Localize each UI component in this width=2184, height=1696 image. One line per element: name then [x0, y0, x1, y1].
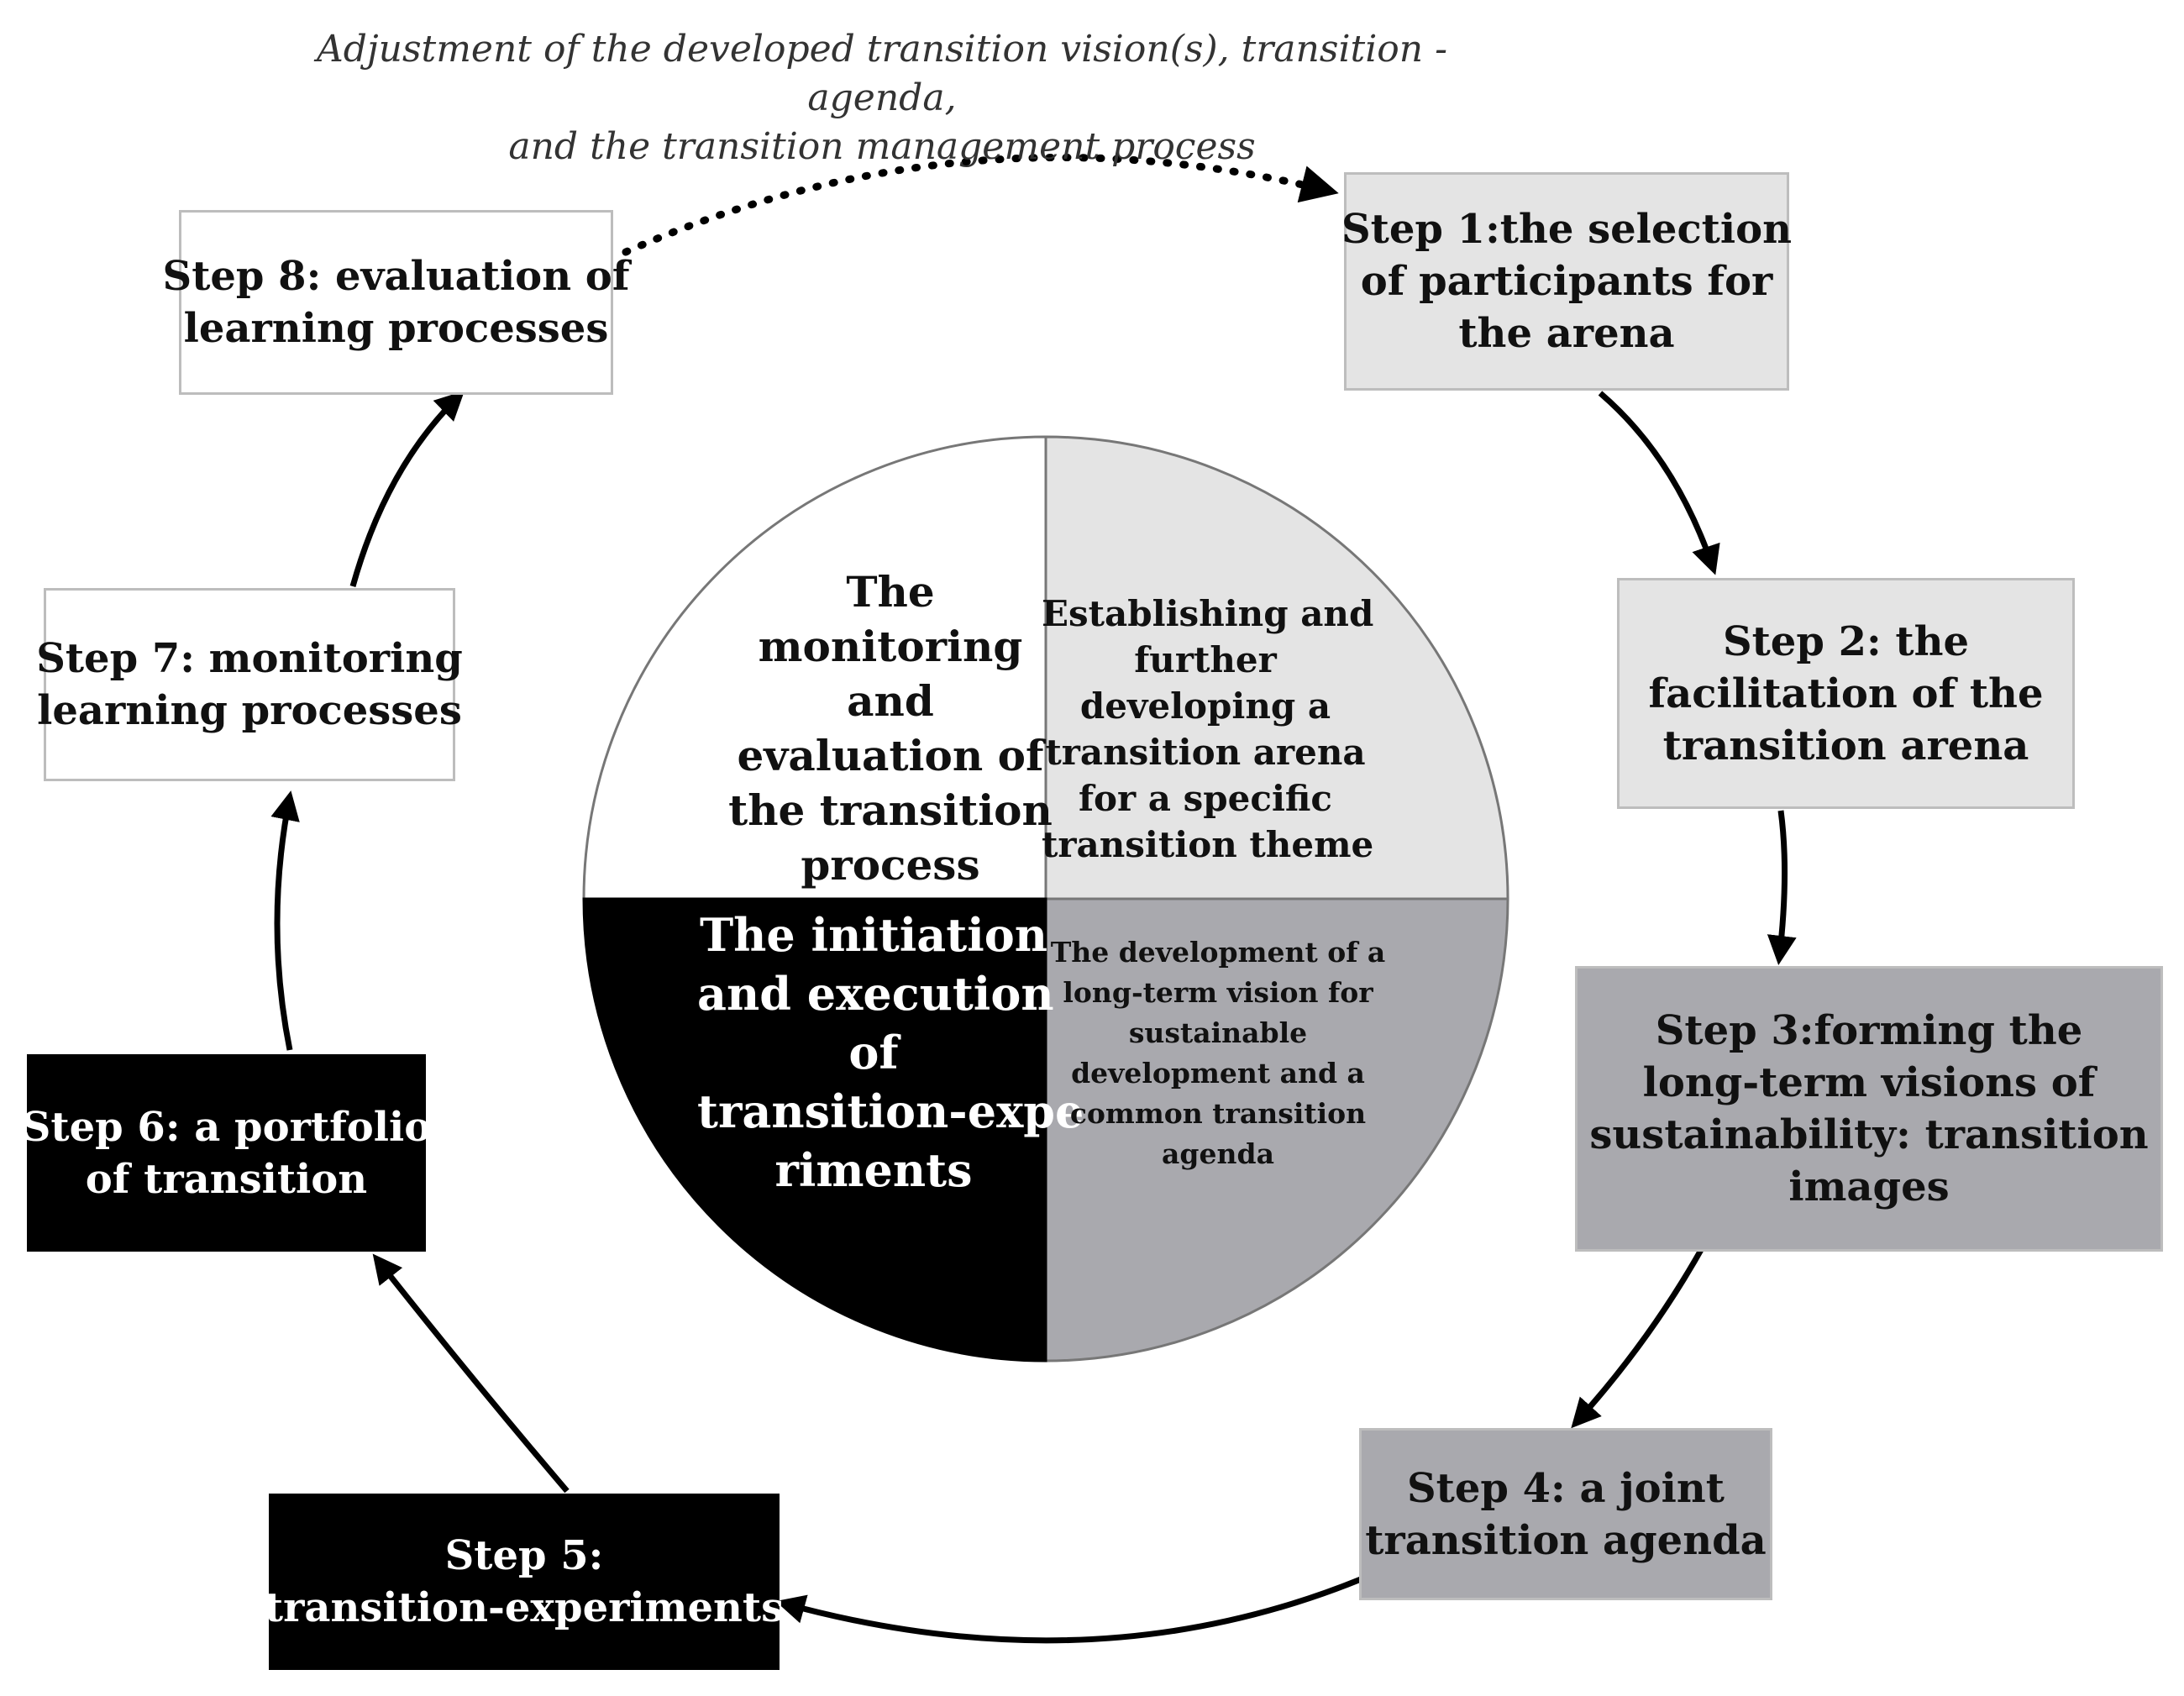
step-label: Step 5:	[444, 1532, 604, 1579]
step-label: transition arena	[1662, 722, 2029, 769]
quadrant-experiments	[582, 897, 1047, 1363]
step-label: Step 2: the	[1722, 617, 1970, 665]
step-label: the arena	[1458, 310, 1675, 357]
step-label: of participants for	[1360, 258, 1773, 305]
quadrant-experiments-text: The initiation and execution of transiti…	[697, 906, 1084, 1200]
step-7-box: Step 7: monitoring learning processes	[36, 588, 463, 781]
step-label: images	[1788, 1163, 1950, 1210]
quadrant-line: developing a	[1079, 685, 1331, 727]
quadrant-line: Establishing and	[1042, 593, 1374, 634]
step-label: Step 7: monitoring	[36, 635, 463, 682]
step-label: of transition	[85, 1155, 368, 1203]
step-label: Step 3:forming the	[1655, 1007, 2083, 1054]
step-label: sustainability: transition	[1589, 1111, 2149, 1158]
adjustment-caption: Adjustment of the developed transition v…	[252, 25, 1512, 171]
quadrant-line: and execution	[697, 967, 1054, 1021]
caption-line: and the transition management process	[508, 125, 1256, 168]
quadrant-line: common transition	[1069, 1097, 1367, 1130]
quadrant-vision	[1044, 897, 1509, 1363]
step-3-box: Step 3:forming the long-term visions of …	[1575, 966, 2163, 1252]
step-label: transition-experiments	[264, 1584, 785, 1631]
step-4-box: Step 4: a joint transition agenda	[1359, 1428, 1772, 1600]
arrow-step6-to-step7	[270, 790, 300, 1051]
step-label: Step 1:the selection	[1341, 206, 1792, 253]
step-label: Step 8: evaluation of	[162, 253, 630, 300]
step-1-box: Step 1:the selection of participants for…	[1341, 172, 1792, 391]
quadrant-monitoring	[582, 435, 1047, 901]
step-label: long-term visions of	[1642, 1059, 2096, 1106]
quadrant-line: monitoring	[758, 622, 1023, 671]
quadrant-line: The initiation	[699, 908, 1048, 962]
arrow-step1-to-step2	[1598, 391, 1720, 575]
step-label: transition agenda	[1365, 1516, 1767, 1564]
quadrant-line: process	[801, 840, 980, 890]
step-label: learning processes	[37, 687, 462, 734]
step-5-box: Step 5: transition-experiments	[265, 1494, 784, 1670]
step-8-box: Step 8: evaluation of learning processes	[163, 210, 629, 395]
step-label: facilitation of the	[1648, 669, 2044, 717]
quadrant-line: the transition	[728, 785, 1053, 835]
quadrant-line: and	[847, 676, 934, 726]
quadrant-line: The	[846, 567, 935, 617]
step-label: learning processes	[183, 305, 609, 352]
arrow-step4-to-step5	[775, 1576, 1362, 1644]
arrow-step7-to-step8	[349, 391, 465, 587]
quadrant-line: for a specific	[1078, 778, 1333, 819]
quadrant-line: evaluation of	[737, 731, 1044, 780]
quadrant-line: sustainable	[1128, 1016, 1308, 1049]
quadrant-monitoring-text: The monitoring and evaluation of the tra…	[722, 564, 1058, 892]
step-label: Step 4: a joint	[1407, 1464, 1725, 1512]
arrow-step5-to-step6	[372, 1253, 570, 1494]
step-label: Step 6: a portfolio	[21, 1103, 432, 1151]
quadrant-arena-text: Establishing and further developing a tr…	[1042, 591, 1374, 868]
arrow-adjustment-dotted	[622, 154, 1339, 256]
quadrant-line: riments	[774, 1143, 973, 1197]
quadrant-line: further	[1134, 639, 1277, 680]
quadrant-vision-text: The development of a long-term vision fo…	[1050, 932, 1386, 1174]
quadrant-line: transition-expe	[697, 1084, 1084, 1138]
quadrant-line: transition arena	[1045, 732, 1366, 773]
quadrant-line: development and a	[1071, 1057, 1365, 1090]
arrow-step3-to-step4	[1571, 1233, 1713, 1429]
arrow-step2-to-step3	[1767, 810, 1797, 965]
quadrant-line: of	[848, 1026, 899, 1079]
step-2-box: Step 2: the facilitation of the transiti…	[1617, 578, 2075, 809]
quadrant-arena	[1044, 435, 1509, 901]
quadrant-line: transition theme	[1042, 824, 1374, 865]
quadrant-line: long-term vision for	[1063, 976, 1373, 1009]
quadrant-line: agenda	[1162, 1137, 1274, 1170]
quadrant-line: The development of a	[1050, 936, 1386, 969]
caption-line: Adjustment of the developed transition v…	[317, 28, 1447, 119]
step-6-box: Step 6: a portfolio of transition	[22, 1054, 431, 1252]
